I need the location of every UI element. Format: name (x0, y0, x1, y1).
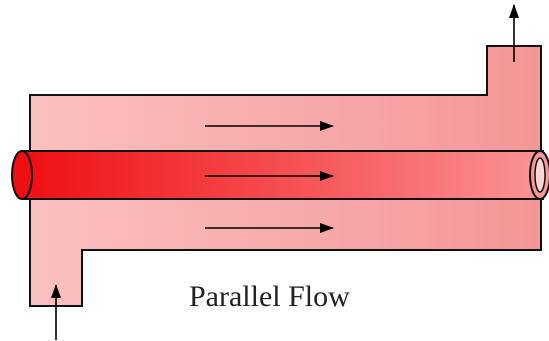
diagram-caption: Parallel Flow (189, 280, 350, 313)
tube-inlet-end (11, 150, 33, 200)
inner-tube (11, 150, 549, 200)
